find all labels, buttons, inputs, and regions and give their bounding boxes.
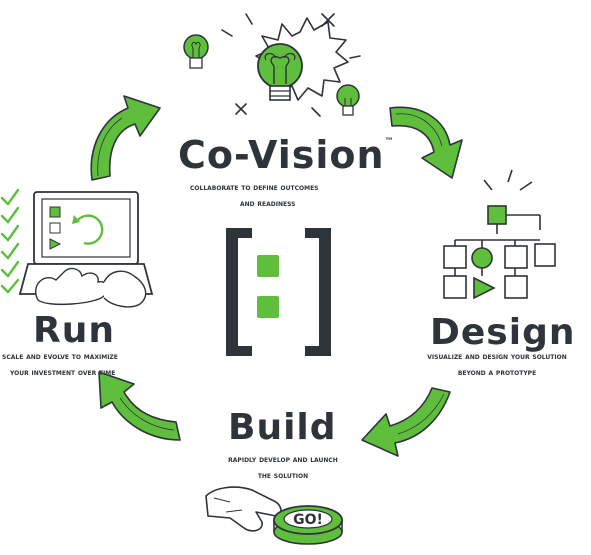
design-description: Visualize and design your solution beyon… <box>402 349 591 381</box>
lightbulb-icon <box>255 17 349 101</box>
small-lightbulb-right-icon <box>336 84 360 116</box>
laptop-checklist-icon <box>0 188 154 308</box>
checkmark-icon <box>0 188 20 294</box>
trademark-symbol: ™ <box>384 137 394 147</box>
build-description-line: the solution <box>257 471 309 480</box>
arrow-build-to-run-icon <box>98 371 181 441</box>
covision-description-line: and readiness <box>240 199 296 208</box>
run-description-line: your investment over time <box>10 368 116 377</box>
arrow-covision-to-design-icon <box>389 106 463 179</box>
covision-description-line: Collaborate to define outcomes <box>190 183 319 192</box>
sparkle-icon <box>221 13 361 117</box>
covision-description: Collaborate to define outcomes and readi… <box>190 180 380 212</box>
go-button-label: GO! <box>293 512 323 528</box>
run-description-line: Scale and evolve to maximize <box>2 352 118 361</box>
design-description-line: beyond a prototype <box>457 368 537 377</box>
build-description: Rapidly develop and launch the solution <box>208 452 358 484</box>
run-title: Run <box>33 310 115 351</box>
small-lightbulb-left-icon <box>183 34 209 69</box>
build-title: Build <box>228 407 337 448</box>
arrow-design-to-build-icon <box>361 387 451 457</box>
covision-title-text: Co-Vision <box>178 133 385 177</box>
bracket-logo-icon <box>226 228 331 356</box>
design-title: Design <box>430 312 576 353</box>
build-description-line: Rapidly develop and launch <box>228 455 338 464</box>
hand-pressing-go-button-icon: GO! <box>205 486 343 545</box>
flowchart-icon <box>443 169 556 300</box>
covision-title: Co-Vision™ <box>178 133 394 177</box>
arrow-run-to-covision-icon <box>90 95 161 181</box>
run-description: Scale and evolve to maximize your invest… <box>2 349 180 381</box>
design-description-line: Visualize and design your solution <box>427 352 567 361</box>
